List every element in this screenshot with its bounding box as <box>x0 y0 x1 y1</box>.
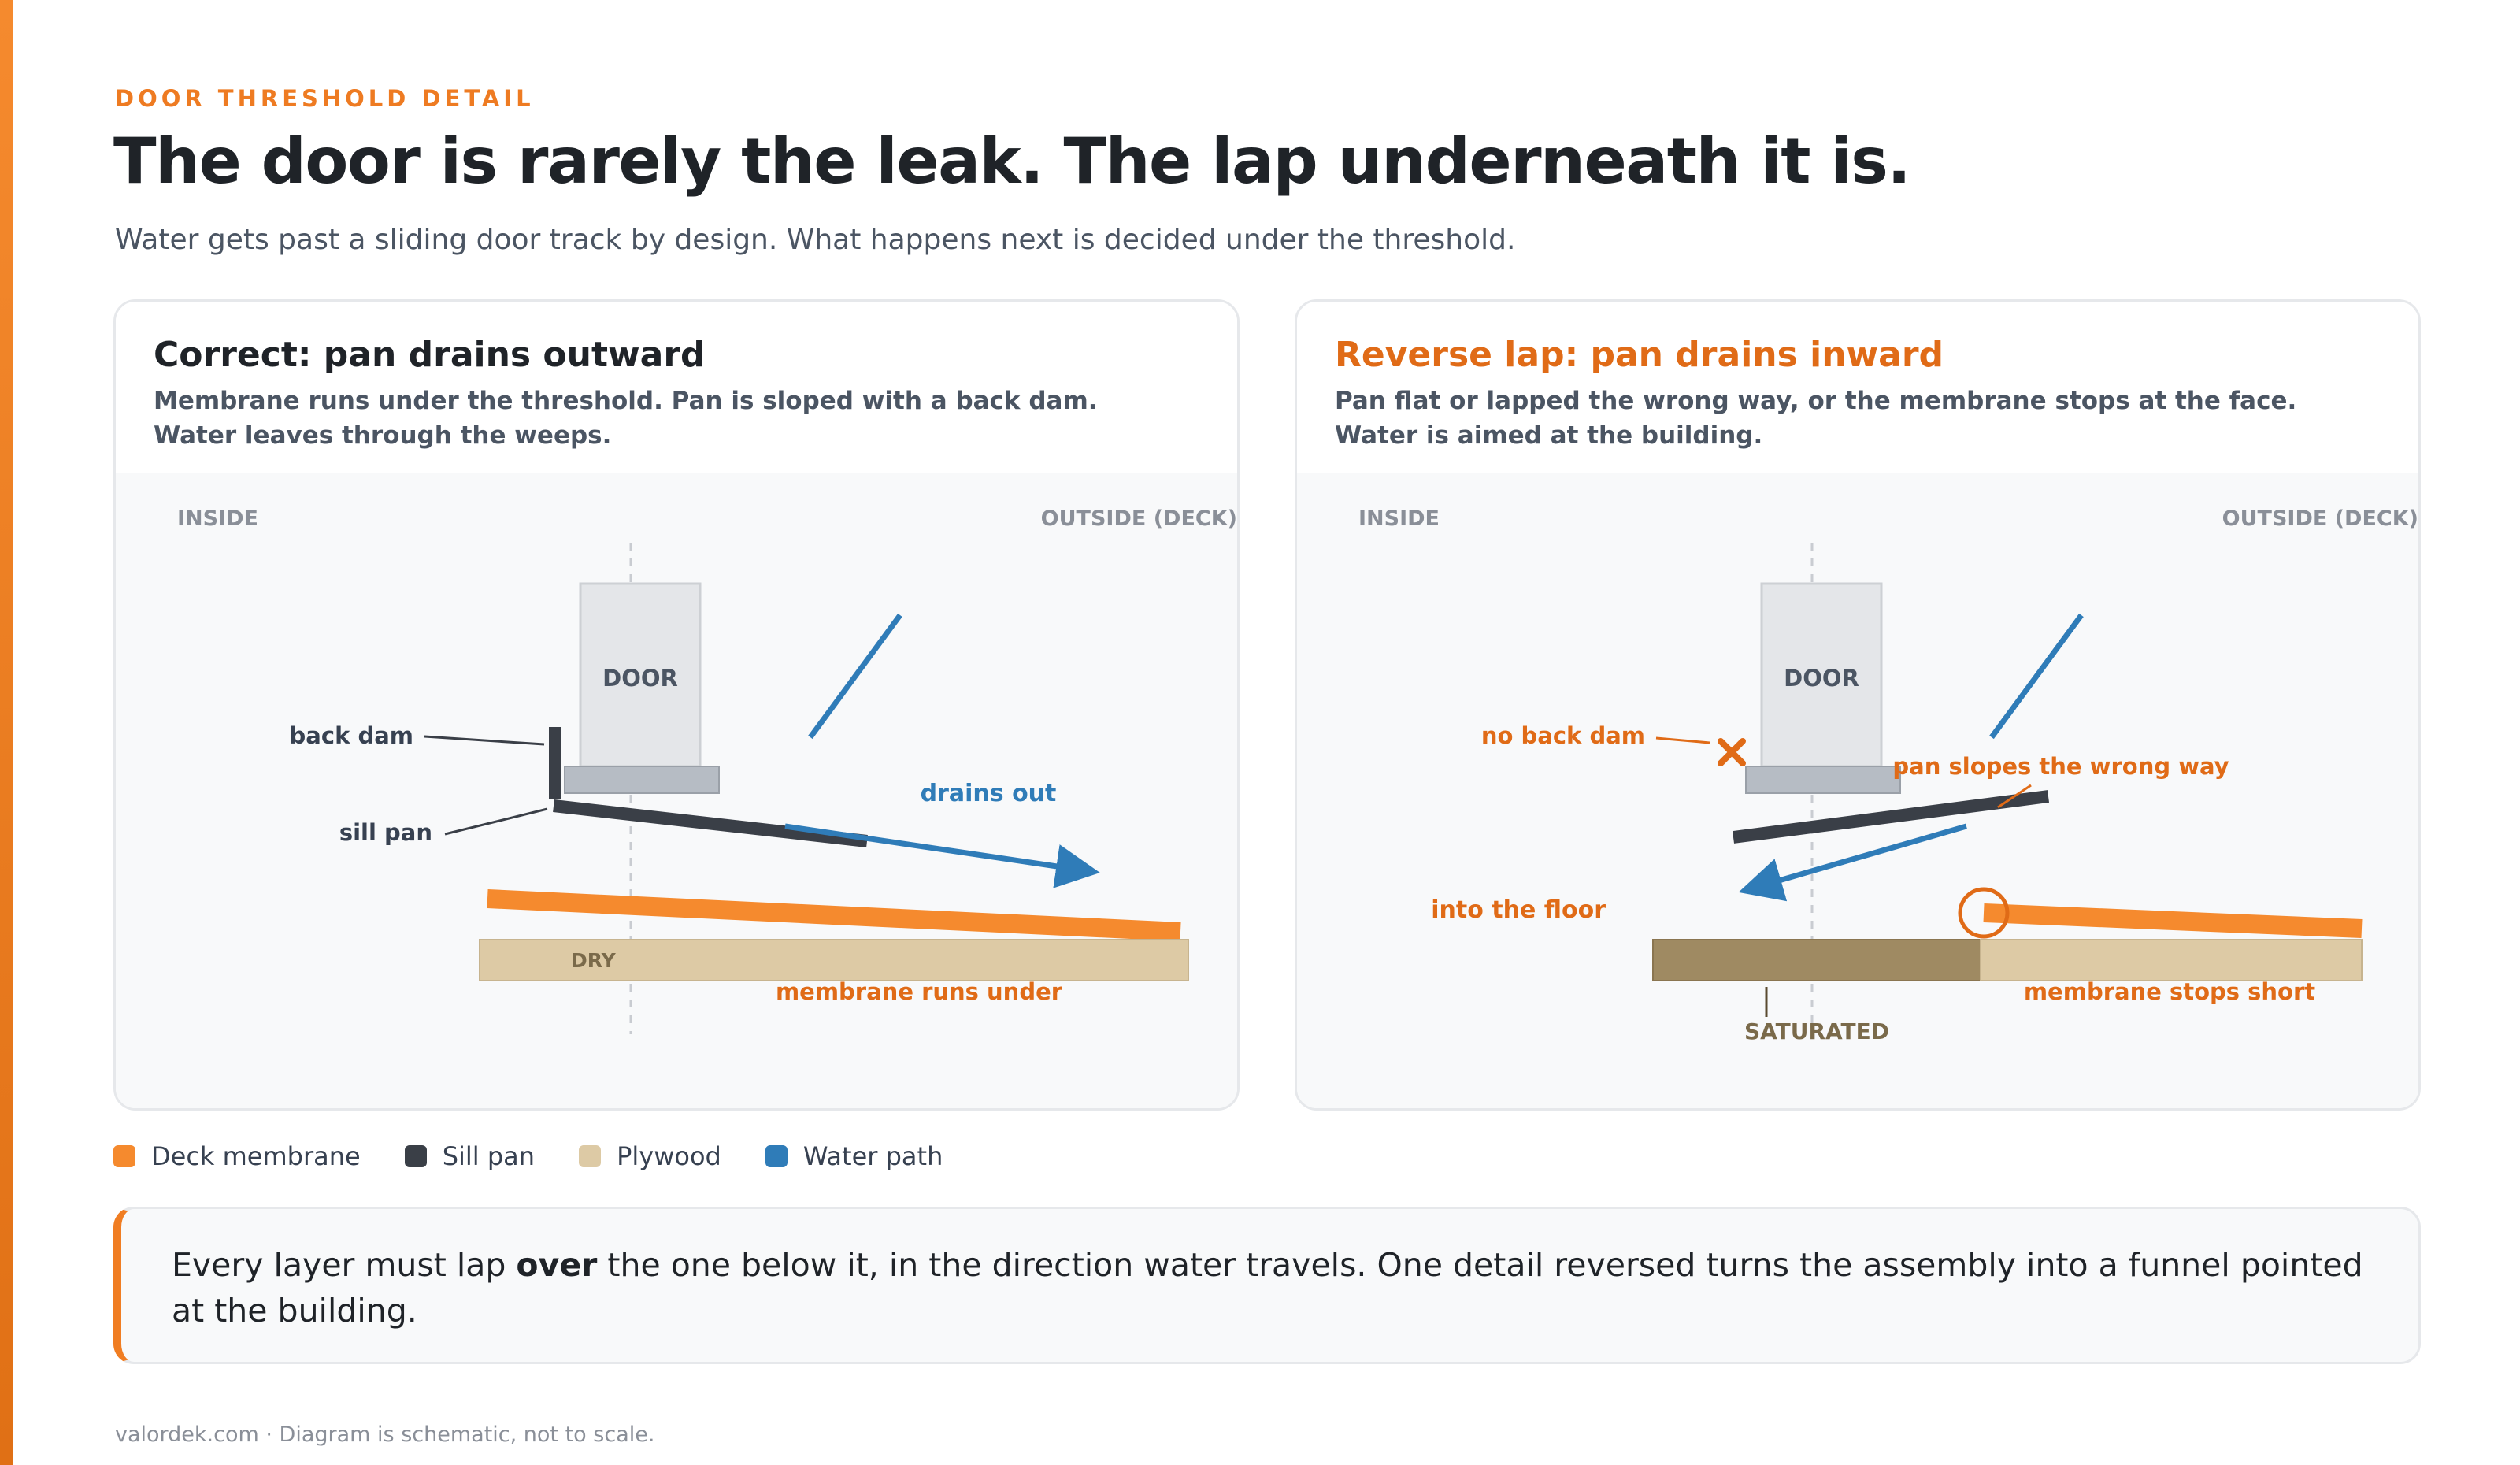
page-subtitle: Water gets past a sliding door track by … <box>115 224 1516 256</box>
drain-arrow <box>784 823 1100 888</box>
sill-pan-swatch <box>404 1145 427 1167</box>
panel-title: Correct: pan drains outward <box>154 335 706 375</box>
inside-label: INSIDE <box>1358 506 1440 531</box>
accent-bar <box>0 0 13 1465</box>
water-entry-stroke <box>808 613 902 740</box>
legend-label: Deck membrane <box>151 1141 361 1171</box>
callout-text-end: the one below it, in the direction water… <box>172 1246 2363 1330</box>
back-dam-leader <box>424 735 545 746</box>
saturated-plywood <box>1652 939 1981 981</box>
missing-back-dam-icon <box>1718 738 1746 766</box>
legend-item-membrane: Deck membrane <box>113 1141 361 1171</box>
key-takeaway-callout: Every layer must lap over the one below … <box>113 1207 2421 1364</box>
saturated-label: SATURATED <box>1744 1018 1889 1044</box>
footer-note: valordek.com · Diagram is schematic, not… <box>115 1422 655 1447</box>
correct-diagram: INSIDE OUTSIDE (DECK) DOOR DRY membrane … <box>116 473 1237 1108</box>
outside-label: OUTSIDE (DECK) <box>2222 506 2418 531</box>
door-track <box>564 766 720 794</box>
page-title: The door is rarely the leak. The lap und… <box>113 124 1911 198</box>
reverse-panel: Reverse lap: pan drains inward Pan flat … <box>1295 299 2421 1111</box>
membrane-label: membrane runs under <box>776 978 1063 1005</box>
door-panel <box>1760 582 1883 768</box>
inside-label: INSIDE <box>177 506 258 531</box>
panel-header: Reverse lap: pan drains inward Pan flat … <box>1297 302 2418 473</box>
correct-diagram-svg: INSIDE OUTSIDE (DECK) DOOR DRY membrane … <box>177 506 1237 1034</box>
panel-header: Correct: pan drains outward Membrane run… <box>116 302 1237 473</box>
legend-label: Water path <box>802 1141 943 1171</box>
membrane-short-label: membrane stops short <box>2024 978 2315 1005</box>
back-dam <box>549 727 561 799</box>
legend-item-plywood: Plywood <box>579 1141 721 1171</box>
callout-text: Every layer must lap over the one below … <box>172 1242 2377 1333</box>
membrane-swatch <box>113 1145 135 1167</box>
reverse-diagram-svg: INSIDE OUTSIDE (DECK) DOOR no back dam p… <box>1358 506 2418 1044</box>
door-panel <box>579 582 702 768</box>
into-floor-label: into the floor <box>1431 896 1606 924</box>
plywood-deck <box>1980 939 2362 981</box>
back-dam-label: back dam <box>290 722 413 749</box>
no-back-dam-leader <box>1655 736 1710 744</box>
legend: Deck membrane Sill pan Plywood Water pat… <box>113 1140 987 1172</box>
door-label: DOOR <box>1784 665 1859 692</box>
outside-label: OUTSIDE (DECK) <box>1041 506 1237 531</box>
no-back-dam-label: no back dam <box>1481 722 1645 749</box>
correct-panel: Correct: pan drains outward Membrane run… <box>113 299 1240 1111</box>
deck-membrane <box>487 889 1181 941</box>
sill-pan-leader <box>444 807 548 836</box>
callout-text-start: Every layer must lap <box>172 1246 517 1284</box>
legend-label: Sill pan <box>442 1141 536 1171</box>
callout-emphasis: over <box>516 1246 598 1284</box>
plywood-swatch <box>579 1145 602 1167</box>
plywood-deck <box>479 939 1189 981</box>
reverse-diagram: INSIDE OUTSIDE (DECK) DOOR no back dam p… <box>1297 473 2418 1108</box>
legend-item-sill-pan: Sill pan <box>404 1141 536 1171</box>
sill-pan <box>1732 790 2050 844</box>
panel-description: Membrane runs under the threshold. Pan i… <box>154 387 1098 450</box>
wrong-slope-label: pan slopes the wrong way <box>1892 753 2229 780</box>
sill-pan <box>553 799 868 847</box>
inward-water-arrow <box>1738 823 1967 902</box>
water-entry-stroke <box>1989 613 2084 740</box>
membrane-end-highlight <box>1958 887 2010 939</box>
panel-title: Reverse lap: pan drains inward <box>1335 335 1944 375</box>
sill-pan-label: sill pan <box>339 819 432 846</box>
dry-label: DRY <box>571 949 617 972</box>
legend-item-water: Water path <box>765 1141 943 1171</box>
legend-label: Plywood <box>617 1141 721 1171</box>
panel-description: Pan flat or lapped the wrong way, or the… <box>1335 387 2297 450</box>
eyebrow: DOOR THRESHOLD DETAIL <box>115 85 535 112</box>
wrong-slope-leader <box>1997 784 2032 809</box>
deck-membrane <box>1983 903 2362 938</box>
drains-out-label: drains out <box>921 780 1057 807</box>
door-label: DOOR <box>602 665 678 692</box>
water-swatch <box>765 1145 788 1167</box>
door-track <box>1745 766 1901 794</box>
